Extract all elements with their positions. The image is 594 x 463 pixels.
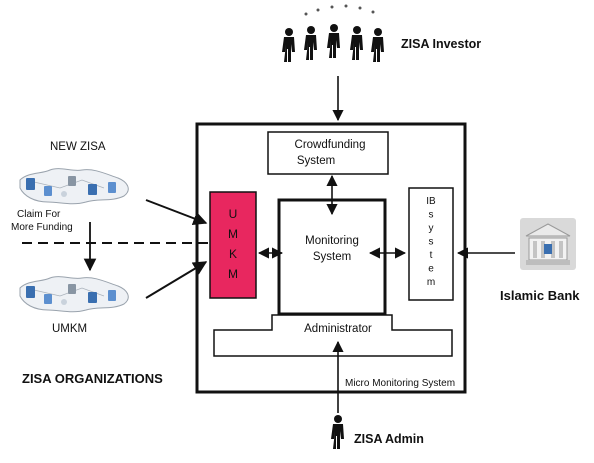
umkm_box_letters-letter: K (229, 247, 237, 261)
new-zisa-to-umkm-arrow (145, 199, 208, 226)
crowdfunding-label-line2: System (297, 155, 335, 167)
administrator-label: Administrator (304, 323, 372, 335)
new-zisa-label: NEW ZISA (50, 141, 106, 153)
ib_letters-letter: s (429, 210, 434, 221)
investor-label: ZISA Investor (401, 37, 481, 51)
umkm_box_letters-letter: M (228, 227, 238, 241)
ib_letters-letter: t (430, 250, 433, 261)
claim-label-line1: Claim For (17, 209, 61, 220)
umkm-box-letters: UMKM (228, 207, 238, 281)
crowdfunding-label-line1: Crowdfunding (295, 139, 366, 151)
claim-label-line2: More Funding (11, 222, 73, 233)
monitoring-system-box (277, 198, 387, 316)
umkm-box (209, 191, 257, 299)
group-of-people-icon (282, 4, 384, 62)
ib_letters-letter: IB (426, 196, 436, 207)
ib_letters-letter: y (429, 223, 434, 234)
administrator-box (213, 314, 453, 357)
umkm_box_letters-letter: U (229, 207, 238, 221)
islamic-bank-label: Islamic Bank (500, 288, 580, 303)
bank-building-icon (520, 218, 576, 270)
zisa-admin-label: ZISA Admin (354, 432, 424, 446)
umkm-org-map-icon (19, 276, 129, 313)
ib-system-box (408, 187, 454, 301)
micro-monitoring-label: Micro Monitoring System (345, 378, 455, 389)
zisa-organizations-label: ZISA ORGANIZATIONS (22, 371, 163, 386)
monitoring-label-line1: Monitoring (305, 235, 359, 247)
monitoring-label-line2: System (313, 251, 351, 263)
umkm-org-to-umkm-arrow (145, 261, 208, 299)
umkm_box_letters-letter: M (228, 267, 238, 281)
person-icon (331, 415, 344, 449)
ib_letters-letter: e (428, 264, 434, 275)
ib_letters-letter: s (429, 237, 434, 248)
ib_letters-letter: m (427, 277, 435, 288)
crowdfunding-system-box (267, 131, 389, 175)
flow-arrows (83, 76, 515, 413)
new-zisa-map-icon (19, 168, 129, 205)
umkm-org-label: UMKM (52, 323, 87, 335)
